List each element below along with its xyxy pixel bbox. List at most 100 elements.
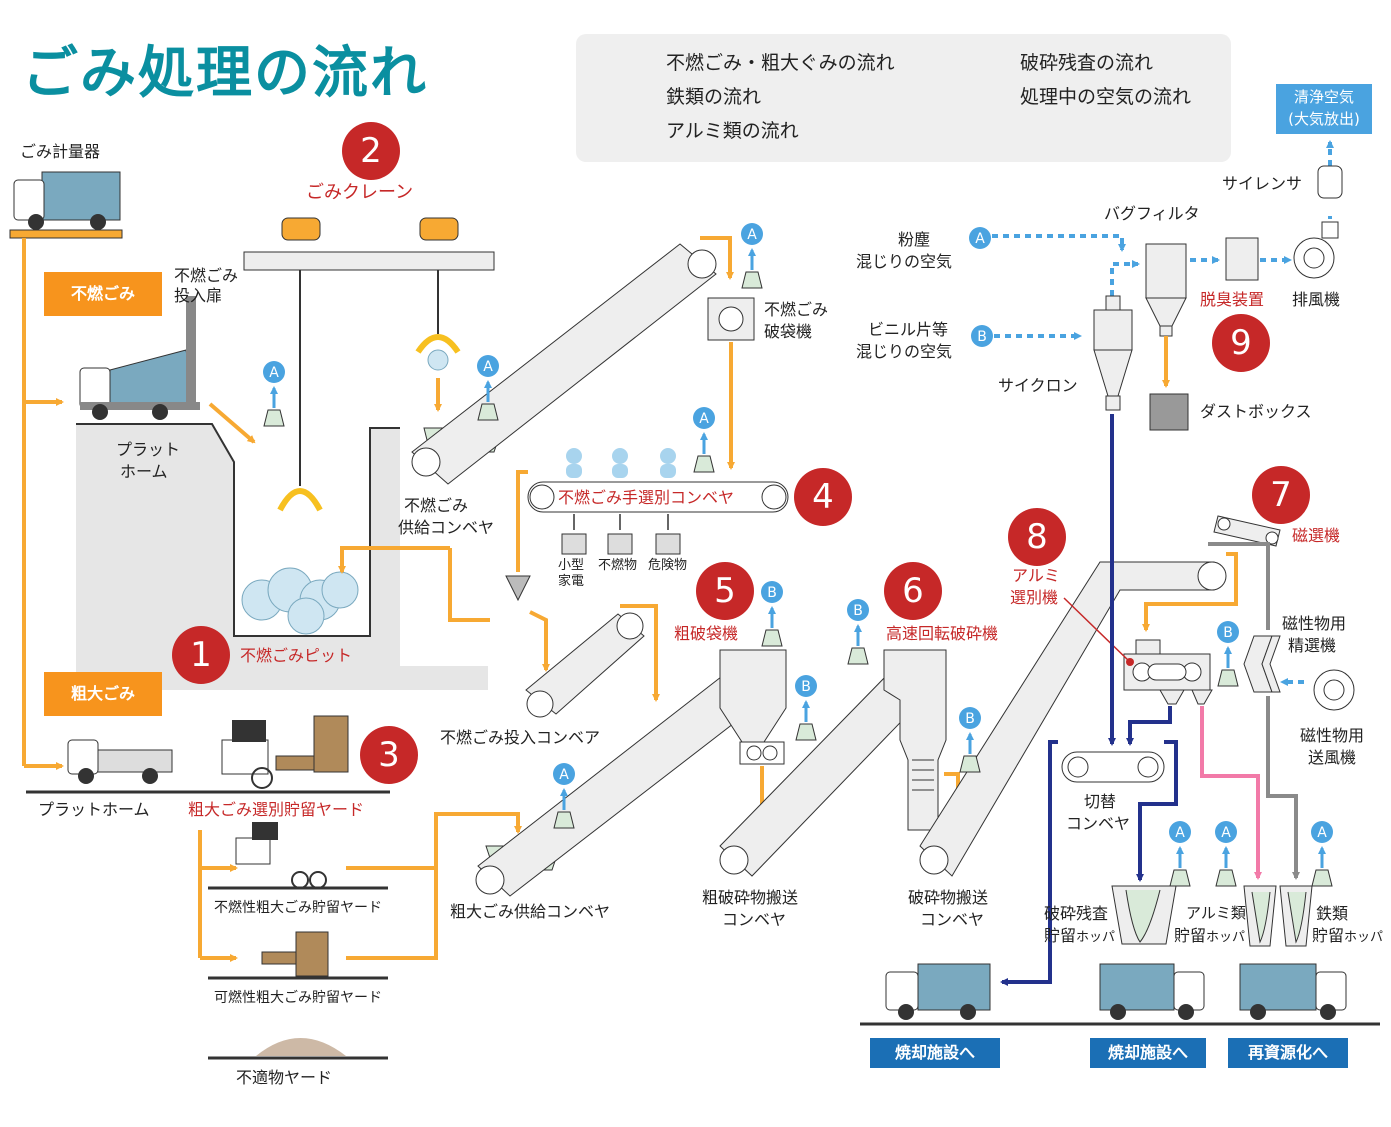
unsuitable-pile bbox=[256, 1038, 346, 1056]
step-badge-4: 4 bbox=[794, 468, 852, 526]
dust-box-graphic bbox=[1149, 393, 1189, 431]
iron-hopper-label-1: 鉄類 bbox=[1316, 904, 1349, 923]
clean-air-label-1: 清浄空気 bbox=[1293, 88, 1354, 106]
residue-hopper-label-1: 破砕残査 bbox=[1044, 904, 1109, 923]
svg-text:A: A bbox=[483, 359, 493, 375]
input-door-label-1: 不燃ごみ bbox=[174, 266, 239, 285]
switch-conveyor-label-2: コンベヤ bbox=[1066, 814, 1131, 833]
destination-recycle: 再資源化へ bbox=[1228, 1038, 1348, 1068]
mag-blower-label-2: 送風機 bbox=[1308, 748, 1357, 767]
step-badge-8: 8 bbox=[1008, 508, 1066, 566]
clean-air-box: 清浄空気 (大気放出) bbox=[1276, 84, 1372, 134]
crane-icon bbox=[243, 217, 495, 512]
deodorizer-graphic bbox=[1225, 237, 1259, 281]
dust-air-label-1: 粉塵 bbox=[898, 230, 931, 249]
filter-badge-1: A bbox=[477, 355, 499, 421]
filter-badge-8: A bbox=[553, 763, 575, 829]
hand-sort-label: 不燃ごみ手選別コンベヤ bbox=[558, 488, 735, 507]
filter-badge-5: B bbox=[795, 675, 817, 741]
pit-structure bbox=[76, 423, 488, 690]
scale-label: ごみ計量器 bbox=[20, 142, 101, 161]
bin-small-appliance-1: 小型 bbox=[558, 558, 585, 573]
splitter-flow bbox=[338, 470, 550, 672]
svg-text:B: B bbox=[767, 585, 777, 601]
flatbed-truck-icon bbox=[67, 739, 173, 784]
left-route-arrows bbox=[22, 238, 522, 962]
air-flow bbox=[992, 140, 1334, 340]
hand-sort-conveyor-graphic bbox=[527, 448, 789, 555]
crushed-conveyor-label-2: コンベヤ bbox=[920, 910, 985, 929]
filter-badge-6: B bbox=[847, 599, 869, 665]
vinyl-air-label-1: ビニル片等 bbox=[868, 320, 949, 339]
filter-badge-14: A bbox=[1311, 821, 1333, 887]
coarse-conveyor-label-1: 粗破砕物搬送 bbox=[702, 888, 799, 907]
comb-bulky-yard-label: 可燃性粗大ごみ貯留ヤード bbox=[214, 990, 382, 1006]
filter-badge-4: B bbox=[761, 581, 783, 647]
mag-refiner-graphic bbox=[1243, 635, 1281, 693]
filter-badge-12: A bbox=[1169, 821, 1191, 887]
step-badge-3: 3 bbox=[360, 726, 418, 784]
alum-separator-label-2: 選別機 bbox=[1010, 588, 1059, 607]
destination-incinerator-2: 焼却施設へ bbox=[1090, 1038, 1206, 1068]
crushed-conveyor-graphic bbox=[919, 561, 1227, 877]
step-badge-7: 7 bbox=[1252, 466, 1310, 524]
legend-air: 処理中の空気の流れ bbox=[1020, 86, 1192, 108]
mag-refiner-label-2: 精選機 bbox=[1288, 636, 1337, 655]
input-conveyor-graphic bbox=[525, 612, 645, 718]
svg-text:A: A bbox=[747, 227, 757, 243]
incomb-bulky-yard-label: 不燃性粗大ごみ貯留ヤード bbox=[214, 900, 382, 916]
bin-dangerous: 危険物 bbox=[648, 558, 688, 573]
legend-aluminum: アルミ類の流れ bbox=[666, 120, 799, 142]
silencer-label: サイレンサ bbox=[1222, 174, 1303, 193]
exhaust-fan-graphic bbox=[1293, 221, 1339, 279]
alum-hopper-label-1: アルミ類 bbox=[1186, 904, 1246, 922]
svg-text:A: A bbox=[269, 365, 279, 381]
svg-text:A: A bbox=[1175, 825, 1185, 841]
step-badge-2: 2 bbox=[342, 122, 400, 180]
platform-full-label: プラットホーム bbox=[38, 800, 150, 819]
filter-badge-13: A bbox=[1215, 821, 1237, 887]
filter-badge-11: B bbox=[1217, 621, 1239, 687]
supply-conveyor-label-1: 不燃ごみ bbox=[404, 496, 469, 515]
step-badge-6: 6 bbox=[884, 562, 942, 620]
bulky-tag: 粗大ごみ bbox=[44, 672, 162, 716]
incombustible-tag: 不燃ごみ bbox=[44, 272, 162, 316]
vinyl-air-label-2: 混じりの空気 bbox=[856, 342, 953, 361]
shredder-label: 高速回転破砕機 bbox=[886, 624, 999, 643]
mag-separator-label: 磁選機 bbox=[1292, 526, 1341, 545]
page-title: ごみ処理の流れ bbox=[22, 41, 428, 106]
coarse-breaker-graphic bbox=[719, 649, 787, 765]
dust-air-label-2: 混じりの空気 bbox=[856, 252, 953, 271]
crushed-conveyor-label-1: 破砕物搬送 bbox=[908, 888, 989, 907]
step-badge-9: 9 bbox=[1212, 314, 1270, 372]
hoppers-graphic bbox=[1111, 885, 1313, 947]
bin-incombustible: 不燃物 bbox=[598, 558, 638, 573]
cyclone-label: サイクロン bbox=[998, 376, 1078, 395]
filter-badge-7: B bbox=[959, 707, 981, 773]
bag-breaker-graphic bbox=[707, 297, 755, 341]
svg-text:A: A bbox=[559, 767, 569, 783]
coarse-conveyor-label-2: コンベヤ bbox=[722, 910, 787, 929]
pit-label: 不燃ごみピット bbox=[240, 646, 353, 665]
bag-filter-graphic bbox=[1145, 243, 1187, 337]
bag-filter-label: バグフィルタ bbox=[1104, 204, 1200, 223]
switch-conveyor-graphic bbox=[1061, 751, 1165, 783]
destination-incinerator-1: 焼却施設へ bbox=[870, 1038, 1000, 1068]
legend-incombustible: 不燃ごみ・粗大ぐみの流れ bbox=[666, 52, 895, 74]
filter-badge-2: A bbox=[741, 223, 763, 289]
input-door-label-2: 投入扉 bbox=[174, 286, 223, 305]
filter-badge-3: A bbox=[693, 407, 715, 473]
filter-badge-10: B bbox=[971, 325, 993, 347]
iron-hopper-label-2: 貯留ホッパ bbox=[1312, 926, 1384, 945]
ground-lines bbox=[26, 790, 390, 1060]
magnetic-separator-graphic bbox=[1213, 515, 1281, 547]
silencer-graphic bbox=[1317, 165, 1343, 199]
platform-label-1: プラット bbox=[116, 440, 181, 459]
legend-residue: 破砕残査の流れ bbox=[1020, 52, 1154, 74]
mag-refiner-label-1: 磁性物用 bbox=[1282, 614, 1347, 633]
clean-air-label-2: (大気放出) bbox=[1288, 110, 1360, 128]
mag-blower-graphic bbox=[1313, 669, 1355, 711]
